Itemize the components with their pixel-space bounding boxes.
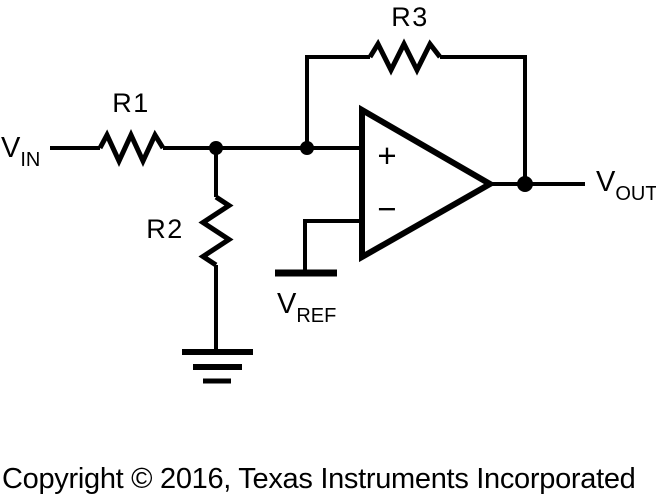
feedback-wire-left (305, 55, 370, 148)
vin-label-sub: IN (20, 149, 40, 171)
r2-resistor (198, 194, 234, 268)
ground-symbol (182, 349, 253, 384)
r3-resistor (367, 38, 442, 76)
r1-label: R1 (112, 88, 150, 118)
vref-label-main: V (277, 288, 297, 320)
vout-label-main: V (596, 166, 616, 198)
vref-label-sub: REF (296, 305, 336, 327)
vout-label: VOUT (596, 166, 656, 205)
opamp-minus-sign: − (377, 190, 396, 227)
junction-dot-r2 (209, 141, 223, 155)
vref-label: VREF (277, 288, 336, 327)
r1-resistor (97, 129, 166, 167)
vout-label-sub: OUT (615, 183, 656, 205)
junction-dot-output (517, 176, 533, 192)
opamp-plus-sign: + (377, 137, 396, 174)
junction-dot-feedback (300, 141, 314, 155)
r3-label: R3 (391, 2, 429, 32)
opamp-triangle (359, 104, 497, 263)
copyright-text: Copyright © 2016, Texas Instruments Inco… (2, 463, 636, 495)
vin-label-main: V (1, 132, 21, 164)
vin-label: VIN (1, 132, 40, 171)
vref-wire (303, 219, 362, 272)
feedback-wire-right (440, 55, 527, 184)
r2-label: R2 (146, 214, 184, 244)
